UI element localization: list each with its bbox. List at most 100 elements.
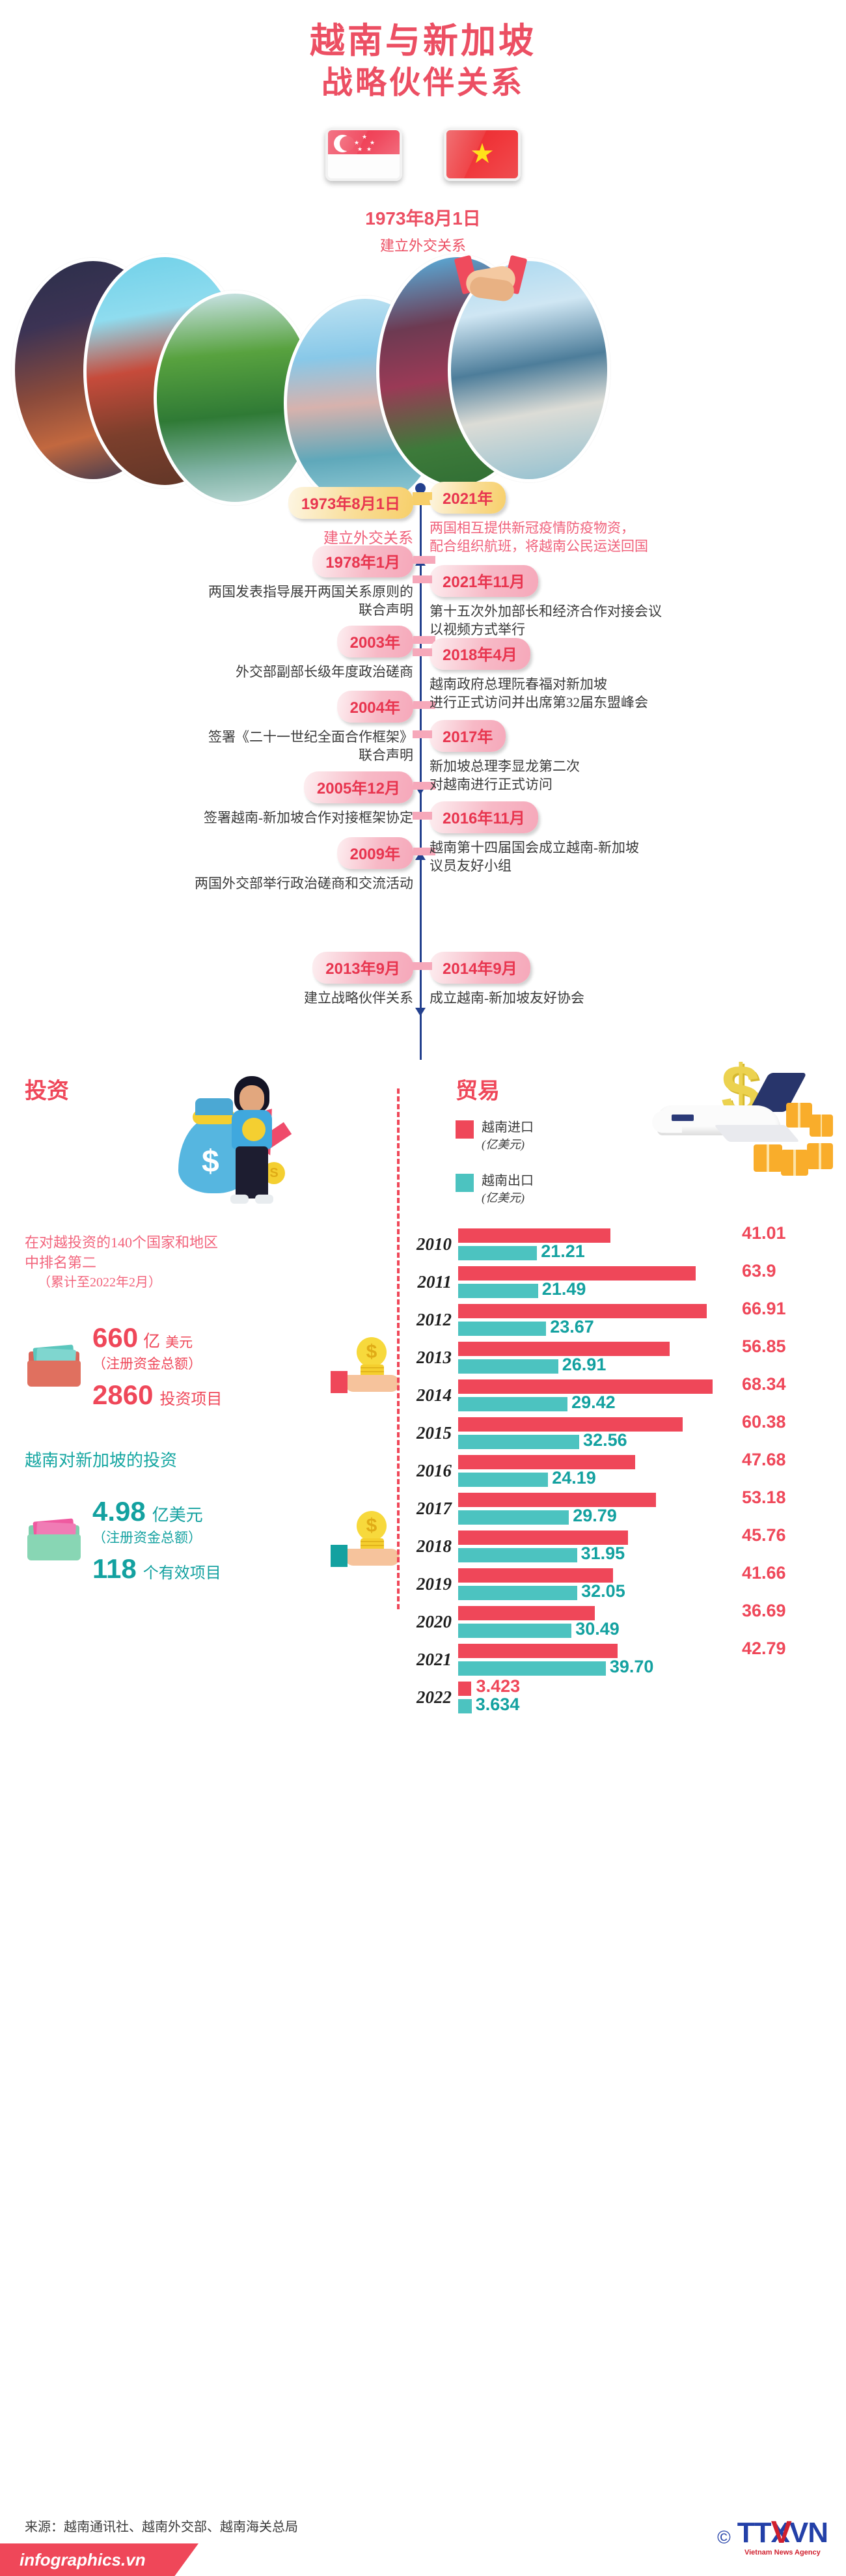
sleeve-cuff xyxy=(331,1371,348,1394)
bar-year-label: 2010 xyxy=(416,1234,452,1254)
bar-import xyxy=(458,1266,696,1281)
bar-export xyxy=(458,1396,568,1411)
bar-import xyxy=(458,1681,471,1696)
timeline-connector xyxy=(413,492,432,500)
timeline: 1973年8月1日 建立外交关系 1978年1月 两国发表指导展开两国关系原则的… xyxy=(0,481,846,1073)
timeline-item-left-2[interactable]: 2003年 外交部副部长级年度政治磋商 xyxy=(26,625,435,681)
vn-to-sg-title: 越南对新加坡的投资 xyxy=(25,1451,178,1471)
airplane-window xyxy=(672,1114,694,1121)
open-palm-icon xyxy=(345,1549,400,1566)
vn-to-sg-figure-row: 4.98 亿美元 （注册资金总额） 118 个有效项目 $ xyxy=(25,1496,402,1585)
bar-year-label: 2017 xyxy=(416,1499,452,1518)
bar-import xyxy=(458,1379,713,1394)
person-face xyxy=(239,1085,264,1113)
timeline-connector xyxy=(413,962,432,970)
bar-export xyxy=(458,1359,558,1374)
bar-year-label: 2022 xyxy=(416,1687,452,1707)
person-shoe-left xyxy=(230,1194,249,1204)
cargo-box xyxy=(810,1114,833,1137)
bar-export xyxy=(458,1547,577,1562)
investment-note-line3: （累计至2022年2月） xyxy=(38,1275,161,1290)
legend-label-import: 越南进口 xyxy=(482,1120,534,1135)
timeline-item-left-0[interactable]: 1973年8月1日 建立外交关系 xyxy=(26,486,435,547)
timeline-item-right-2[interactable]: 2018年4月 越南政府总理阮春福对新加坡 进行正式访问并出席第32届东盟峰会 xyxy=(413,637,820,712)
copyright-symbol: © xyxy=(717,2527,731,2547)
bar-value-import: 41.01 xyxy=(742,1223,786,1243)
timeline-date-pill: 2004年 xyxy=(336,690,413,723)
bar-value-export: 26.91 xyxy=(562,1354,607,1374)
sg-projects-value: 2860 xyxy=(92,1379,154,1411)
bar-year-label: 2020 xyxy=(416,1612,452,1631)
bar-value-export: 21.49 xyxy=(541,1279,586,1299)
crescent-moon-icon xyxy=(334,134,355,152)
timeline-item-desc: 外交部副部长级年度政治磋商 xyxy=(236,663,413,680)
cargo-box xyxy=(781,1149,808,1176)
vn-projects-value: 118 xyxy=(92,1553,137,1585)
timeline-item-right-3[interactable]: 2017年 新加坡总理李显龙第二次 对越南进行正式访问 xyxy=(413,719,820,794)
trade-divider xyxy=(397,1088,400,1609)
timeline-item-desc: 签署越南-新加坡合作对接框架协定 xyxy=(204,809,413,825)
trade-section-title: 贸易 xyxy=(456,1078,500,1103)
timeline-item-right-1[interactable]: 2021年11月 第十五次外加部长和经济合作对接会议 以视频方式举行 xyxy=(413,564,820,639)
timeline-item-left-6[interactable]: 2013年9月 建立战略伙伴关系 xyxy=(26,951,435,1007)
handshake-icon xyxy=(452,251,530,323)
timeline-item-right-4[interactable]: 2016年11月 越南第十四届国会成立越南-新加坡 议员友好小组 xyxy=(413,801,820,876)
bar-export xyxy=(458,1434,580,1449)
bar-export xyxy=(458,1472,549,1487)
timeline-item-left-3[interactable]: 2004年 签署《二十一世纪全面合作框架》 联合声明 xyxy=(26,690,435,765)
yellow-star-icon: ★ xyxy=(470,139,495,167)
timeline-item-left-1[interactable]: 1978年1月 两国发表指导展开两国关系原则的 联合声明 xyxy=(26,545,435,620)
bar-value-import: 3.423 xyxy=(476,1676,521,1696)
coin-icon: $ xyxy=(357,1511,387,1542)
open-palm-icon xyxy=(345,1375,400,1392)
folder-front xyxy=(27,1361,81,1387)
bar-export xyxy=(458,1510,569,1525)
sg-projects-label: 投资项目 xyxy=(159,1391,223,1409)
timeline-connector xyxy=(413,648,432,656)
timeline-item-desc: 两国相互提供新冠疫情防疫物资， 配合组织航班，将越南公民运送回国 xyxy=(430,519,648,554)
bar-import xyxy=(458,1530,629,1545)
bar-year-label: 2016 xyxy=(416,1461,452,1480)
bar-year-label: 2012 xyxy=(416,1310,452,1329)
bar-import xyxy=(458,1303,707,1318)
timeline-connector xyxy=(413,635,435,644)
bar-import xyxy=(458,1605,595,1620)
folder-icon-green xyxy=(25,1518,83,1562)
legend-unit-export: (亿美元) xyxy=(482,1191,525,1204)
legend-swatch-export xyxy=(456,1173,474,1192)
timeline-item-left-4[interactable]: 2005年12月 签署越南-新加坡合作对接框架协定 xyxy=(26,771,435,827)
timeline-item-desc: 建立外交关系 xyxy=(323,529,413,546)
photo-collage xyxy=(0,253,846,510)
timeline-date-pill: 2003年 xyxy=(336,625,413,658)
legend-label-export: 越南出口 xyxy=(482,1173,534,1188)
bar-year-label: 2021 xyxy=(416,1650,452,1669)
bar-export xyxy=(458,1623,572,1638)
coin-icon: $ xyxy=(357,1337,387,1368)
sleeve-cuff xyxy=(331,1545,348,1568)
timeline-connector xyxy=(413,781,435,790)
bar-value-export: 31.95 xyxy=(580,1543,625,1563)
sg-investment-currency: 美元 xyxy=(165,1335,193,1351)
site-ribbon: infographics.vn xyxy=(0,2543,198,2576)
bottom-sections: 投资 $ S 在对越投资的140个国家和地区 中排名第二 （累计至2022年2月… xyxy=(0,1054,846,1828)
trade-legend: 越南进口 (亿美元) 越南出口 (亿美元) xyxy=(456,1119,826,1206)
page-header: 越南与新加坡 战略伙伴关系 xyxy=(0,0,846,103)
flag-gloss-overlay xyxy=(328,130,400,178)
timeline-item-left-5[interactable]: 2009年 两国外交部举行政治磋商和交流活动 xyxy=(26,837,435,893)
timeline-item-right-0[interactable]: 2021年 两国相互提供新冠疫情防疫物资， 配合组织航班，将越南公民运送回国 xyxy=(413,481,820,556)
bar-value-import: 60.38 xyxy=(742,1411,786,1432)
bar-value-import: 68.34 xyxy=(742,1374,786,1394)
timeline-item-right-5[interactable]: 2014年9月 成立越南-新加坡友好协会 xyxy=(413,951,820,1007)
cargo-box xyxy=(754,1144,782,1172)
timeline-item-desc: 两国外交部举行政治磋商和交流活动 xyxy=(195,875,413,891)
